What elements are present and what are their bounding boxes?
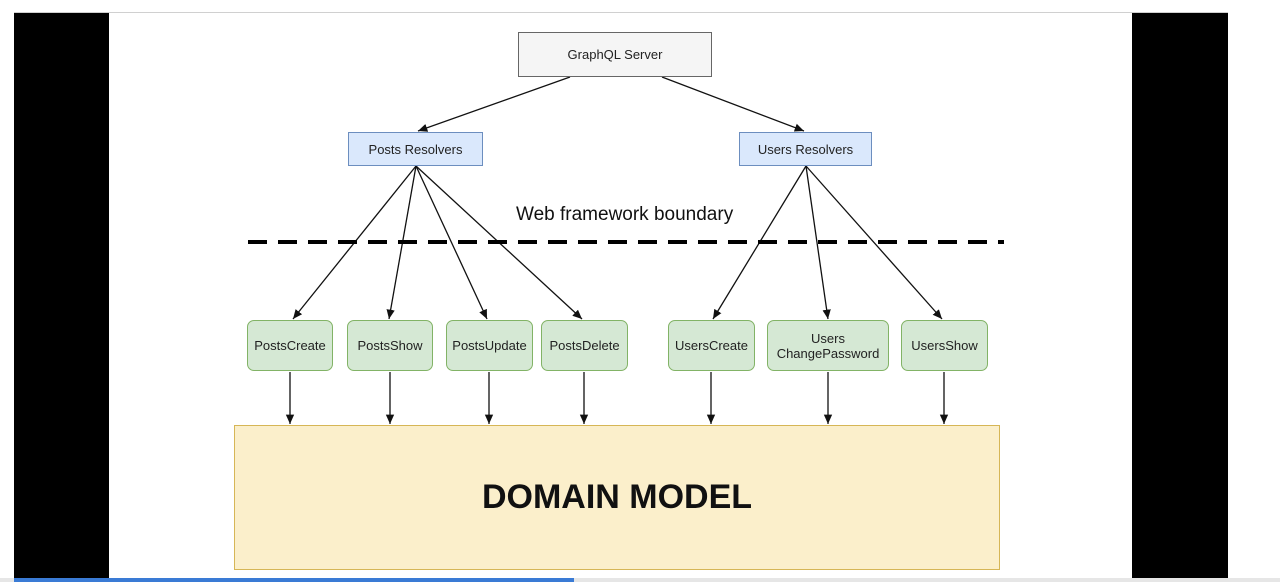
letterbox-right <box>1132 12 1228 580</box>
posts-create-node: PostsCreate <box>247 320 333 371</box>
posts-resolvers-label: Posts Resolvers <box>368 141 463 157</box>
posts-delete-node: PostsDelete <box>541 320 628 371</box>
domain-model-node: DOMAIN MODEL <box>234 425 1000 570</box>
users-create-label: UsersCreate <box>675 338 748 353</box>
posts-update-node: PostsUpdate <box>446 320 533 371</box>
users-show-node: UsersShow <box>901 320 988 371</box>
posts-show-node: PostsShow <box>347 320 433 371</box>
boundary-label: Web framework boundary <box>516 204 734 225</box>
users-resolvers-node: Users Resolvers <box>739 132 872 166</box>
posts-create-label: PostsCreate <box>254 338 326 353</box>
edge-server-posts <box>417 76 571 132</box>
graphql-server-label: GraphQL Server <box>567 47 663 62</box>
edge-server-users <box>661 76 805 132</box>
slide-top-edge <box>14 12 1228 13</box>
posts-resolvers-node: Posts Resolvers <box>348 132 483 166</box>
domain-model-label: DOMAIN MODEL <box>481 478 753 516</box>
graphql-server-node: GraphQL Server <box>518 32 712 77</box>
posts-update-label: PostsUpdate <box>452 338 527 353</box>
posts-delete-label: PostsDelete <box>549 338 620 353</box>
users-resolvers-label: Users Resolvers <box>757 141 854 157</box>
player-progress-fill <box>14 578 574 582</box>
users-change-password-node: Users ChangePassword <box>767 320 889 371</box>
letterbox-left <box>14 12 109 580</box>
edge-users-change-password <box>805 165 831 320</box>
users-create-node: UsersCreate <box>668 320 755 371</box>
users-change-password-label: Users ChangePassword <box>776 330 880 361</box>
player-progress-track <box>0 578 1280 582</box>
edge-users-show <box>805 165 943 320</box>
posts-show-label: PostsShow <box>357 338 423 353</box>
users-show-label: UsersShow <box>911 338 978 353</box>
edge-posts-update <box>415 165 488 320</box>
